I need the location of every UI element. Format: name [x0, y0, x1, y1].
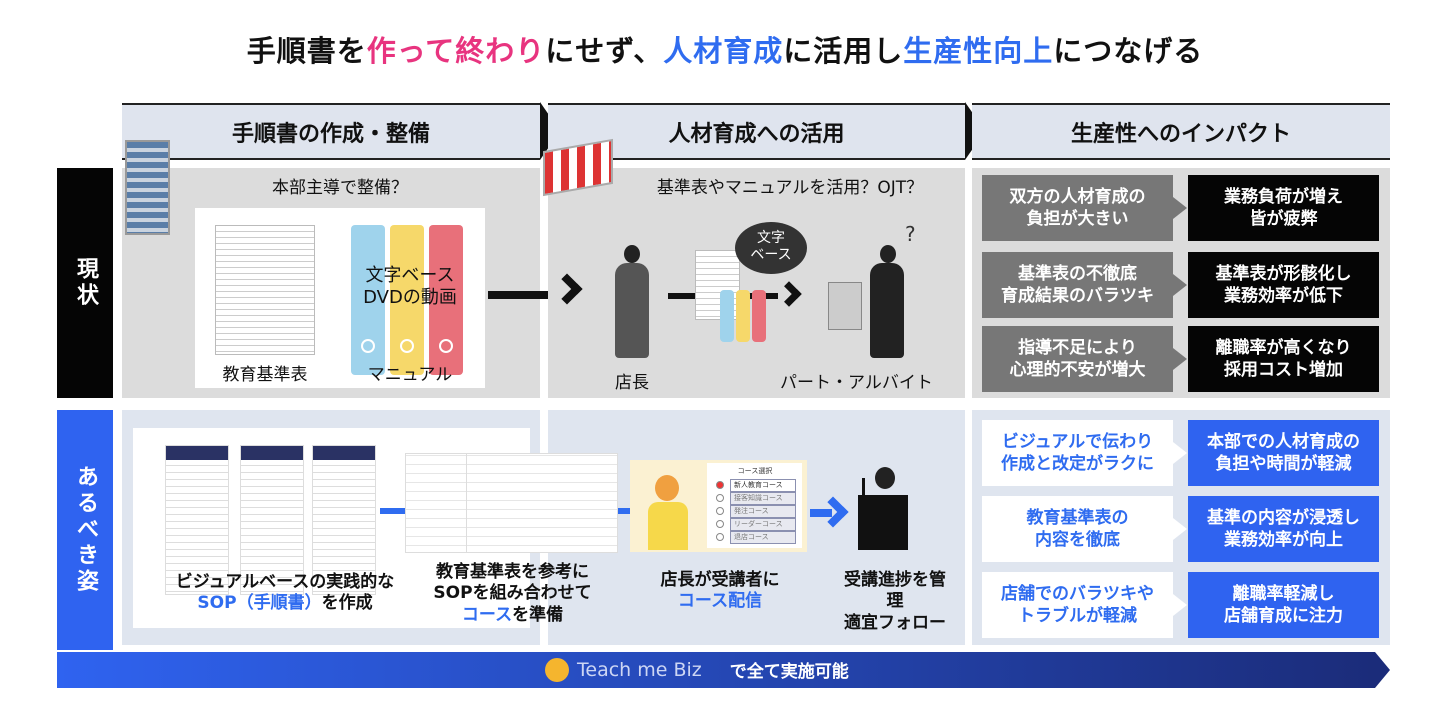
- banner-text: で全て実施可能: [729, 662, 849, 682]
- impact-cause: 教育基準表の 内容を徹底: [982, 496, 1173, 562]
- title-highlight: 人材育成: [663, 34, 784, 68]
- sop-screenshot: [240, 445, 304, 595]
- course-select-title: コース選択: [737, 467, 773, 475]
- standards-sheet-image: [215, 225, 315, 355]
- label-part-timer: パート・アルバイト: [780, 373, 933, 393]
- caption-line: 理: [886, 591, 904, 612]
- caption-line: 教育基準表を参考に: [436, 562, 589, 582]
- title-part: 手順書を: [246, 34, 367, 68]
- caption-line: 店長が受講者に: [660, 570, 780, 590]
- banner-content: Teach me Biz で全て実施可能: [545, 657, 849, 682]
- question-mark: ?: [905, 222, 916, 246]
- impact-effect: 離職率が高くなり 採用コスト増加: [1188, 326, 1379, 392]
- page-title: 手順書を作って終わりにせず、人材育成に活用し生産性向上につなげる: [0, 28, 1450, 70]
- binder-red-icon: [752, 290, 766, 342]
- teachme-owl-logo-icon: [545, 657, 569, 682]
- sop-screenshot: [312, 445, 376, 595]
- course-option[interactable]: 発注コース: [730, 505, 796, 518]
- step4-caption: 受講進捗を管理適宜フォロー: [830, 570, 960, 634]
- impact-effect: 離職率軽減し 店舗育成に注力: [1188, 572, 1379, 638]
- caption-line: ビジュアルベースの実践的な: [175, 572, 395, 592]
- arrow-icon: [1173, 518, 1187, 540]
- column-header-create: 手順書の作成・整備: [122, 103, 540, 160]
- admin-head: [875, 467, 895, 489]
- course-option[interactable]: 接客知識コース: [730, 492, 796, 505]
- title-part: に活用し: [783, 34, 904, 68]
- bottom-banner: [57, 652, 1375, 688]
- title-part: につなげる: [1053, 34, 1204, 68]
- course-option[interactable]: リーダーコース: [730, 518, 796, 531]
- caption-highlight: コース: [461, 604, 513, 625]
- arrow-icon: [1173, 197, 1187, 219]
- binder-yellow-icon: [736, 290, 750, 342]
- current-use-caption: 基準表やマニュアルを活用？OJT？: [656, 178, 924, 198]
- impact-effect: 業務負荷が増え 皆が疲弊: [1188, 175, 1379, 241]
- column-header-impact: 生産性へのインパクト: [972, 103, 1390, 160]
- step3-caption: 店長が受講者にコース配信: [630, 570, 810, 613]
- arrow-icon: [1173, 348, 1187, 370]
- arrow-line: [810, 509, 832, 517]
- current-create-caption: 本部主導で整備？: [272, 178, 408, 198]
- arrow-line: [488, 291, 548, 299]
- impact-cause: 店舗でのバラツキや トラブルが軽減: [982, 572, 1173, 638]
- part-timer-silhouette: [870, 263, 904, 358]
- monitor-icon: [862, 478, 865, 508]
- arrow-icon: [1173, 274, 1187, 296]
- speech-bubble: 文字 ベース: [735, 222, 807, 274]
- manager-illustration-body: [648, 502, 688, 550]
- course-radio[interactable]: [716, 494, 724, 502]
- caption-line: を準備: [512, 604, 564, 625]
- caption-line: SOPを組み合わせて: [433, 583, 592, 604]
- manager-silhouette: [615, 263, 649, 358]
- label-manual: マニュアル: [367, 365, 453, 385]
- impact-cause: 基準表の不徹底 育成結果のバラツキ: [982, 252, 1173, 318]
- impact-cause: 指導不足により 心理的不安が増大: [982, 326, 1173, 392]
- caption-highlight: SOP（手順書）: [197, 593, 322, 614]
- column-header-use: 人材育成への活用: [548, 103, 965, 160]
- impact-cause: ビジュアルで伝わり 作成と改定がラクに: [982, 420, 1173, 486]
- arrow-icon: [1173, 594, 1187, 616]
- binder-yellow-icon: [390, 225, 424, 375]
- course-radio[interactable]: [716, 481, 724, 489]
- manager-illustration-head: [655, 475, 679, 501]
- impact-cause: 双方の人材育成の 負担が大きい: [982, 175, 1173, 241]
- banner-arrow-icon: [1375, 652, 1390, 688]
- binder-text: 文字ベース DVDの動画: [363, 265, 457, 308]
- part-timer-head: [880, 245, 896, 263]
- course-builder-screenshot: [405, 453, 618, 553]
- title-highlight: 作って終わり: [366, 34, 546, 68]
- label-standards-table: 教育基準表: [222, 365, 308, 385]
- arrow-icon: [1173, 442, 1187, 464]
- caption-line: 受講進捗を管: [844, 570, 946, 590]
- course-radio[interactable]: [716, 533, 724, 541]
- title-part: にせず、: [545, 34, 664, 68]
- impact-effect: 基準表が形骸化し 業務効率が低下: [1188, 252, 1379, 318]
- label-store-manager: 店長: [615, 373, 649, 393]
- course-option[interactable]: 退店コース: [730, 531, 796, 544]
- boxes-icon: [828, 282, 862, 330]
- sop-screenshot: [165, 445, 229, 595]
- binder-red-icon: [429, 225, 463, 375]
- title-highlight: 生産性向上: [903, 34, 1054, 68]
- admin-desk-silhouette: [858, 495, 908, 550]
- course-radio[interactable]: [716, 507, 724, 515]
- caption-highlight: コース配信: [677, 591, 763, 612]
- office-building-icon: [125, 140, 170, 235]
- caption-line: を作成: [321, 593, 373, 614]
- impact-effect: 基準の内容が浸透し 業務効率が向上: [1188, 496, 1379, 562]
- binder-blue-icon: [720, 290, 734, 342]
- row-label-ideal: あるべき姿: [57, 410, 113, 650]
- brand-logo-text: Teach me Biz: [577, 658, 702, 681]
- manager-head: [624, 245, 640, 263]
- binder-blue-icon: [351, 225, 385, 375]
- course-radio[interactable]: [716, 520, 724, 528]
- caption-line: 適宜フォロー: [844, 612, 946, 633]
- course-option[interactable]: 新人教育コース: [730, 479, 796, 492]
- row-label-current: 現状: [57, 168, 113, 398]
- impact-effect: 本部での人材育成の 負担や時間が軽減: [1188, 420, 1379, 486]
